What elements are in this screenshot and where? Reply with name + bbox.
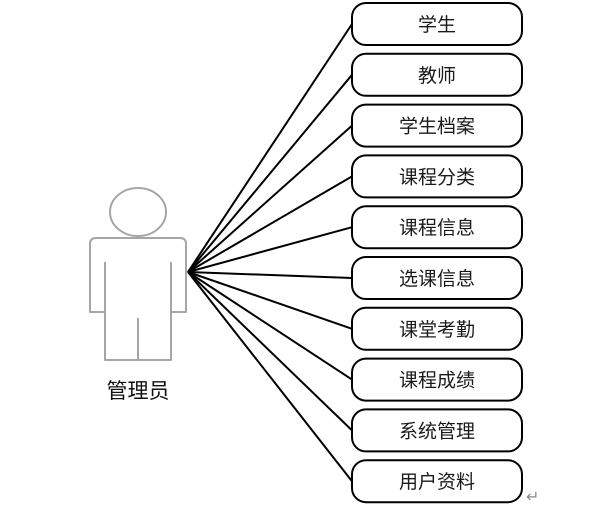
use-case-box <box>351 256 523 300</box>
association-line <box>187 271 353 482</box>
use-case-node[interactable]: 课程成绩 <box>351 357 523 402</box>
association-line <box>187 124 353 273</box>
use-case-node[interactable]: 用户资料 <box>351 459 523 504</box>
association-line <box>187 271 353 279</box>
use-case-label: 课程分类 <box>399 166 475 188</box>
use-case-node[interactable]: 课程分类 <box>351 154 523 199</box>
use-case-node[interactable]: 课堂考勤 <box>351 306 523 351</box>
association-line <box>187 271 353 432</box>
use-case-label: 学生 <box>418 14 456 36</box>
use-case-node[interactable]: 选课信息 <box>351 256 523 300</box>
use-case-label: 教师 <box>418 65 456 87</box>
use-case-box <box>351 357 523 402</box>
paragraph-mark: ↵ <box>526 487 539 506</box>
actor-label: 管理员 <box>107 379 170 403</box>
use-case-node[interactable]: 系统管理 <box>351 408 523 453</box>
association-line <box>187 74 353 273</box>
use-case-node[interactable]: 课程信息 <box>351 205 523 250</box>
association-line <box>187 226 353 273</box>
use-case-node[interactable]: 学生 <box>351 2 523 46</box>
association-line <box>187 271 353 381</box>
use-case-box <box>351 205 523 250</box>
association-line <box>187 175 353 273</box>
use-case-label: 学生档案 <box>399 116 475 138</box>
use-case-box <box>351 52 523 97</box>
association-line <box>187 23 353 273</box>
use-case-label: 课堂考勤 <box>399 319 475 341</box>
use-case-label: 用户资料 <box>399 471 475 493</box>
use-case-box <box>351 459 523 504</box>
use-case-box <box>351 154 523 199</box>
association-lines <box>187 23 353 482</box>
use-case-label: 课程信息 <box>399 217 475 239</box>
association-line <box>187 271 353 330</box>
use-case-box <box>351 103 523 148</box>
use-case-label: 选课信息 <box>399 268 475 290</box>
use-case-node[interactable]: 学生档案 <box>351 103 523 148</box>
use-case-label: 课程成绩 <box>399 370 475 392</box>
person-icon <box>89 187 187 361</box>
use-case-label: 系统管理 <box>399 420 475 442</box>
use-case-node[interactable]: 教师 <box>351 52 523 97</box>
use-case-box <box>351 306 523 351</box>
use-case-box <box>351 2 523 46</box>
use-case-box <box>351 408 523 453</box>
